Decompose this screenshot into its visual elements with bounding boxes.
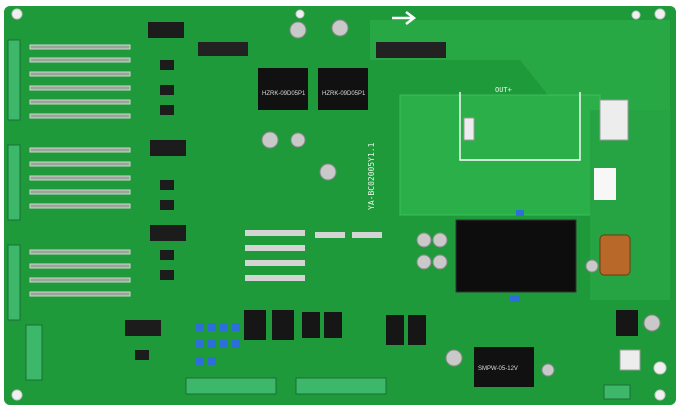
inductor (599, 234, 631, 276)
resistor-ladder (29, 44, 131, 297)
blue-trimmers (196, 210, 524, 365)
heatsink (455, 219, 577, 293)
module-label-1: HZRK-09D05P1 (262, 91, 306, 97)
connector-right (463, 99, 641, 371)
capacitors (261, 19, 661, 377)
header-connectors-top (198, 42, 446, 58)
output-bracket (459, 92, 581, 161)
arrow-icon (392, 11, 417, 25)
relays (244, 310, 638, 345)
ic-chips-left (125, 22, 186, 360)
terminal-blocks-bottom (185, 377, 631, 400)
output-label: OUT+ (495, 86, 512, 94)
module-label-3: SMPW-05-12V (478, 366, 518, 372)
module-label-2: HZRK-09D05P1 (322, 91, 366, 97)
mounting-holes (11, 8, 667, 401)
board-id: YA-BC02005Y1.1 (367, 142, 376, 210)
white-pad (594, 168, 616, 200)
terminal-blocks-left (7, 39, 43, 381)
copper-pour (399, 94, 601, 216)
smd-array (245, 230, 382, 281)
power-modules: HZRK-09D05P1 HZRK-09D05P1 SMPW-05-12V (258, 68, 534, 387)
